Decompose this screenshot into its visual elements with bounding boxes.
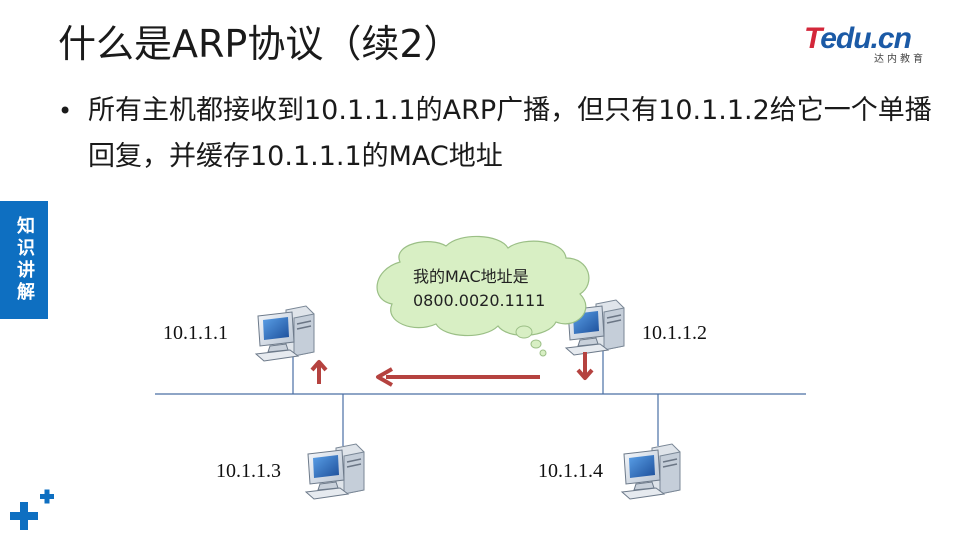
- plus-decor-icon: [10, 489, 54, 530]
- bubble-text: 我的MAC地址是 0800.0020.1111: [413, 265, 583, 313]
- host-3-ip: 10.1.1.3: [216, 460, 281, 482]
- bubble-line-2: 0800.0020.1111: [413, 291, 546, 310]
- bullet-text: 所有主机都接收到10.1.1.1的ARP广播，但只有10.1.1.2给它一个单播…: [88, 95, 932, 172]
- logo-blue-text: edu.cn: [820, 22, 912, 55]
- host-4-ip: 10.1.1.4: [538, 460, 603, 482]
- logo-red-letter: T: [804, 22, 821, 55]
- host-2-ip: 10.1.1.2: [642, 322, 707, 344]
- computer-icon: [255, 305, 315, 362]
- bubble-line-1: 我的MAC地址是: [413, 267, 529, 286]
- bullet-item: • 所有主机都接收到10.1.1.1的ARP广播，但只有10.1.1.2给它一个…: [58, 88, 938, 180]
- side-tab-knowledge: 知识讲解: [0, 201, 48, 319]
- reply-arrow-icon: [376, 367, 540, 387]
- logo-subtitle: 达内教育: [874, 54, 926, 65]
- up-arrow-icon: [310, 360, 328, 384]
- slide-title: 什么是ARP协议（续2）: [58, 22, 462, 66]
- down-arrow-icon: [576, 352, 594, 380]
- thought-bubble: [376, 235, 590, 357]
- computer-icon: [305, 443, 365, 500]
- side-tab-label: 知识讲解: [14, 216, 35, 304]
- computer-icon: [621, 443, 681, 500]
- host-1-ip: 10.1.1.1: [163, 322, 228, 344]
- bullet-list: • 所有主机都接收到10.1.1.1的ARP广播，但只有10.1.1.2给它一个…: [58, 88, 938, 180]
- tedu-logo: Tedu.cn 达内教育: [804, 22, 944, 68]
- bullet-dot-icon: •: [58, 97, 73, 125]
